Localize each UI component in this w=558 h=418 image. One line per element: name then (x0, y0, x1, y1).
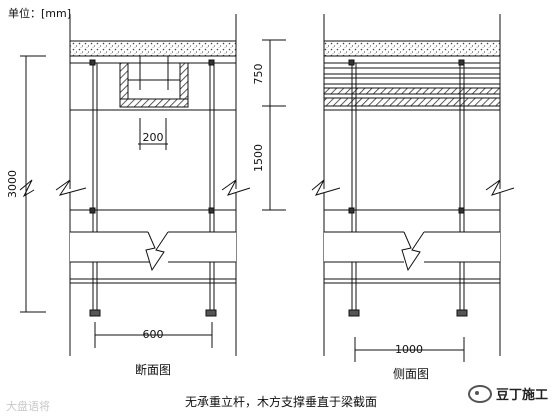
side-view (262, 14, 515, 362)
dim-top-segment: 750 (252, 64, 265, 85)
brand-logo: 豆丁施工 (467, 384, 548, 403)
brand-name: 豆丁施工 (495, 388, 548, 403)
dim-total-height: 3000 (6, 170, 19, 198)
caption-main: 无承重立杆，木方支撑垂直于梁截面 (185, 394, 377, 409)
dim-inner-width: 200 (143, 131, 164, 144)
dim-section-width: 600 (143, 328, 164, 341)
dim-middle-segment: 1500 (252, 144, 265, 172)
beam-form (127, 62, 181, 106)
dim-side-width: 1000 (395, 343, 423, 356)
concrete-slab-side (323, 40, 501, 57)
concrete-slab (69, 40, 237, 57)
unit-label: 单位：[mm] (8, 6, 71, 20)
caption-section: 断面图 (135, 362, 171, 377)
wechat-icon (467, 384, 492, 403)
watermark: 大盘语将 (6, 400, 50, 413)
caption-side: 侧面图 (393, 367, 429, 381)
section-view (19, 14, 251, 356)
